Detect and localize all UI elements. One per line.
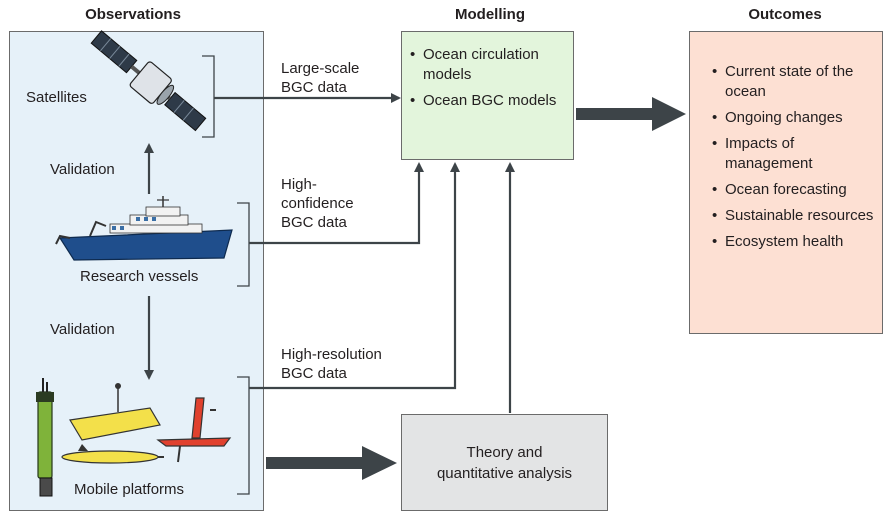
flow-label-line: confidence	[281, 195, 354, 212]
flow-label-line: BGC data	[281, 79, 347, 96]
vessels-bracket	[237, 202, 250, 287]
outcome-item: Sustainable resources	[712, 206, 880, 226]
modelling-box: Ocean circulation models Ocean BGC model…	[401, 31, 574, 160]
theory-line: Theory and	[466, 444, 543, 461]
mobile-platforms-label: Mobile platforms	[74, 481, 185, 498]
heading-modelling: Modelling	[455, 6, 525, 23]
satellites-bracket	[202, 55, 215, 138]
glider-icon	[61, 444, 164, 464]
model-to-outcomes-arrow	[576, 97, 686, 131]
modelling-item: Ocean circulation models	[410, 45, 570, 85]
research-vessel-icon	[55, 196, 233, 261]
saildrone-icon	[156, 397, 232, 463]
validation-label-upper: Validation	[50, 161, 115, 178]
high-confidence-label: High- confidence BGC data	[281, 175, 354, 232]
outcome-item: Ongoing changes	[712, 108, 880, 128]
satellite-icon	[90, 30, 207, 132]
platforms-bracket	[237, 376, 250, 495]
theory-box: Theory and quantitative analysis	[401, 414, 608, 511]
satellites-label: Satellites	[26, 89, 87, 106]
flow-label-line: BGC data	[281, 214, 347, 231]
outcome-item: Ecosystem health	[712, 232, 880, 252]
high-resolution-label: High-resolution BGC data	[281, 345, 382, 383]
flow-label-line: Large-scale	[281, 60, 360, 77]
large-scale-label: Large-scale BGC data	[281, 59, 359, 97]
outcomes-box: Current state of the ocean Ongoing chang…	[689, 31, 883, 334]
flow-label-line: High-	[281, 176, 317, 193]
modelling-item: Ocean BGC models	[410, 91, 570, 111]
high-resolution-arrow	[249, 162, 460, 390]
heading-outcomes: Outcomes	[748, 6, 822, 23]
theory-line: quantitative analysis	[436, 465, 573, 482]
platforms-to-theory-arrow	[266, 446, 397, 480]
validation-label-lower: Validation	[50, 321, 115, 338]
research-vessels-label: Research vessels	[80, 268, 199, 285]
profiling-float-icon	[36, 378, 54, 497]
wave-glider-icon	[69, 383, 161, 441]
flow-label-line: BGC data	[281, 365, 347, 382]
flow-label-line: High-resolution	[281, 346, 382, 363]
heading-observations: Observations	[85, 6, 181, 23]
high-confidence-arrow	[249, 162, 424, 245]
outcome-item: Ocean forecasting	[712, 180, 880, 200]
outcome-item: Impacts of management	[712, 134, 880, 174]
outcome-item: Current state of the ocean	[712, 62, 880, 102]
